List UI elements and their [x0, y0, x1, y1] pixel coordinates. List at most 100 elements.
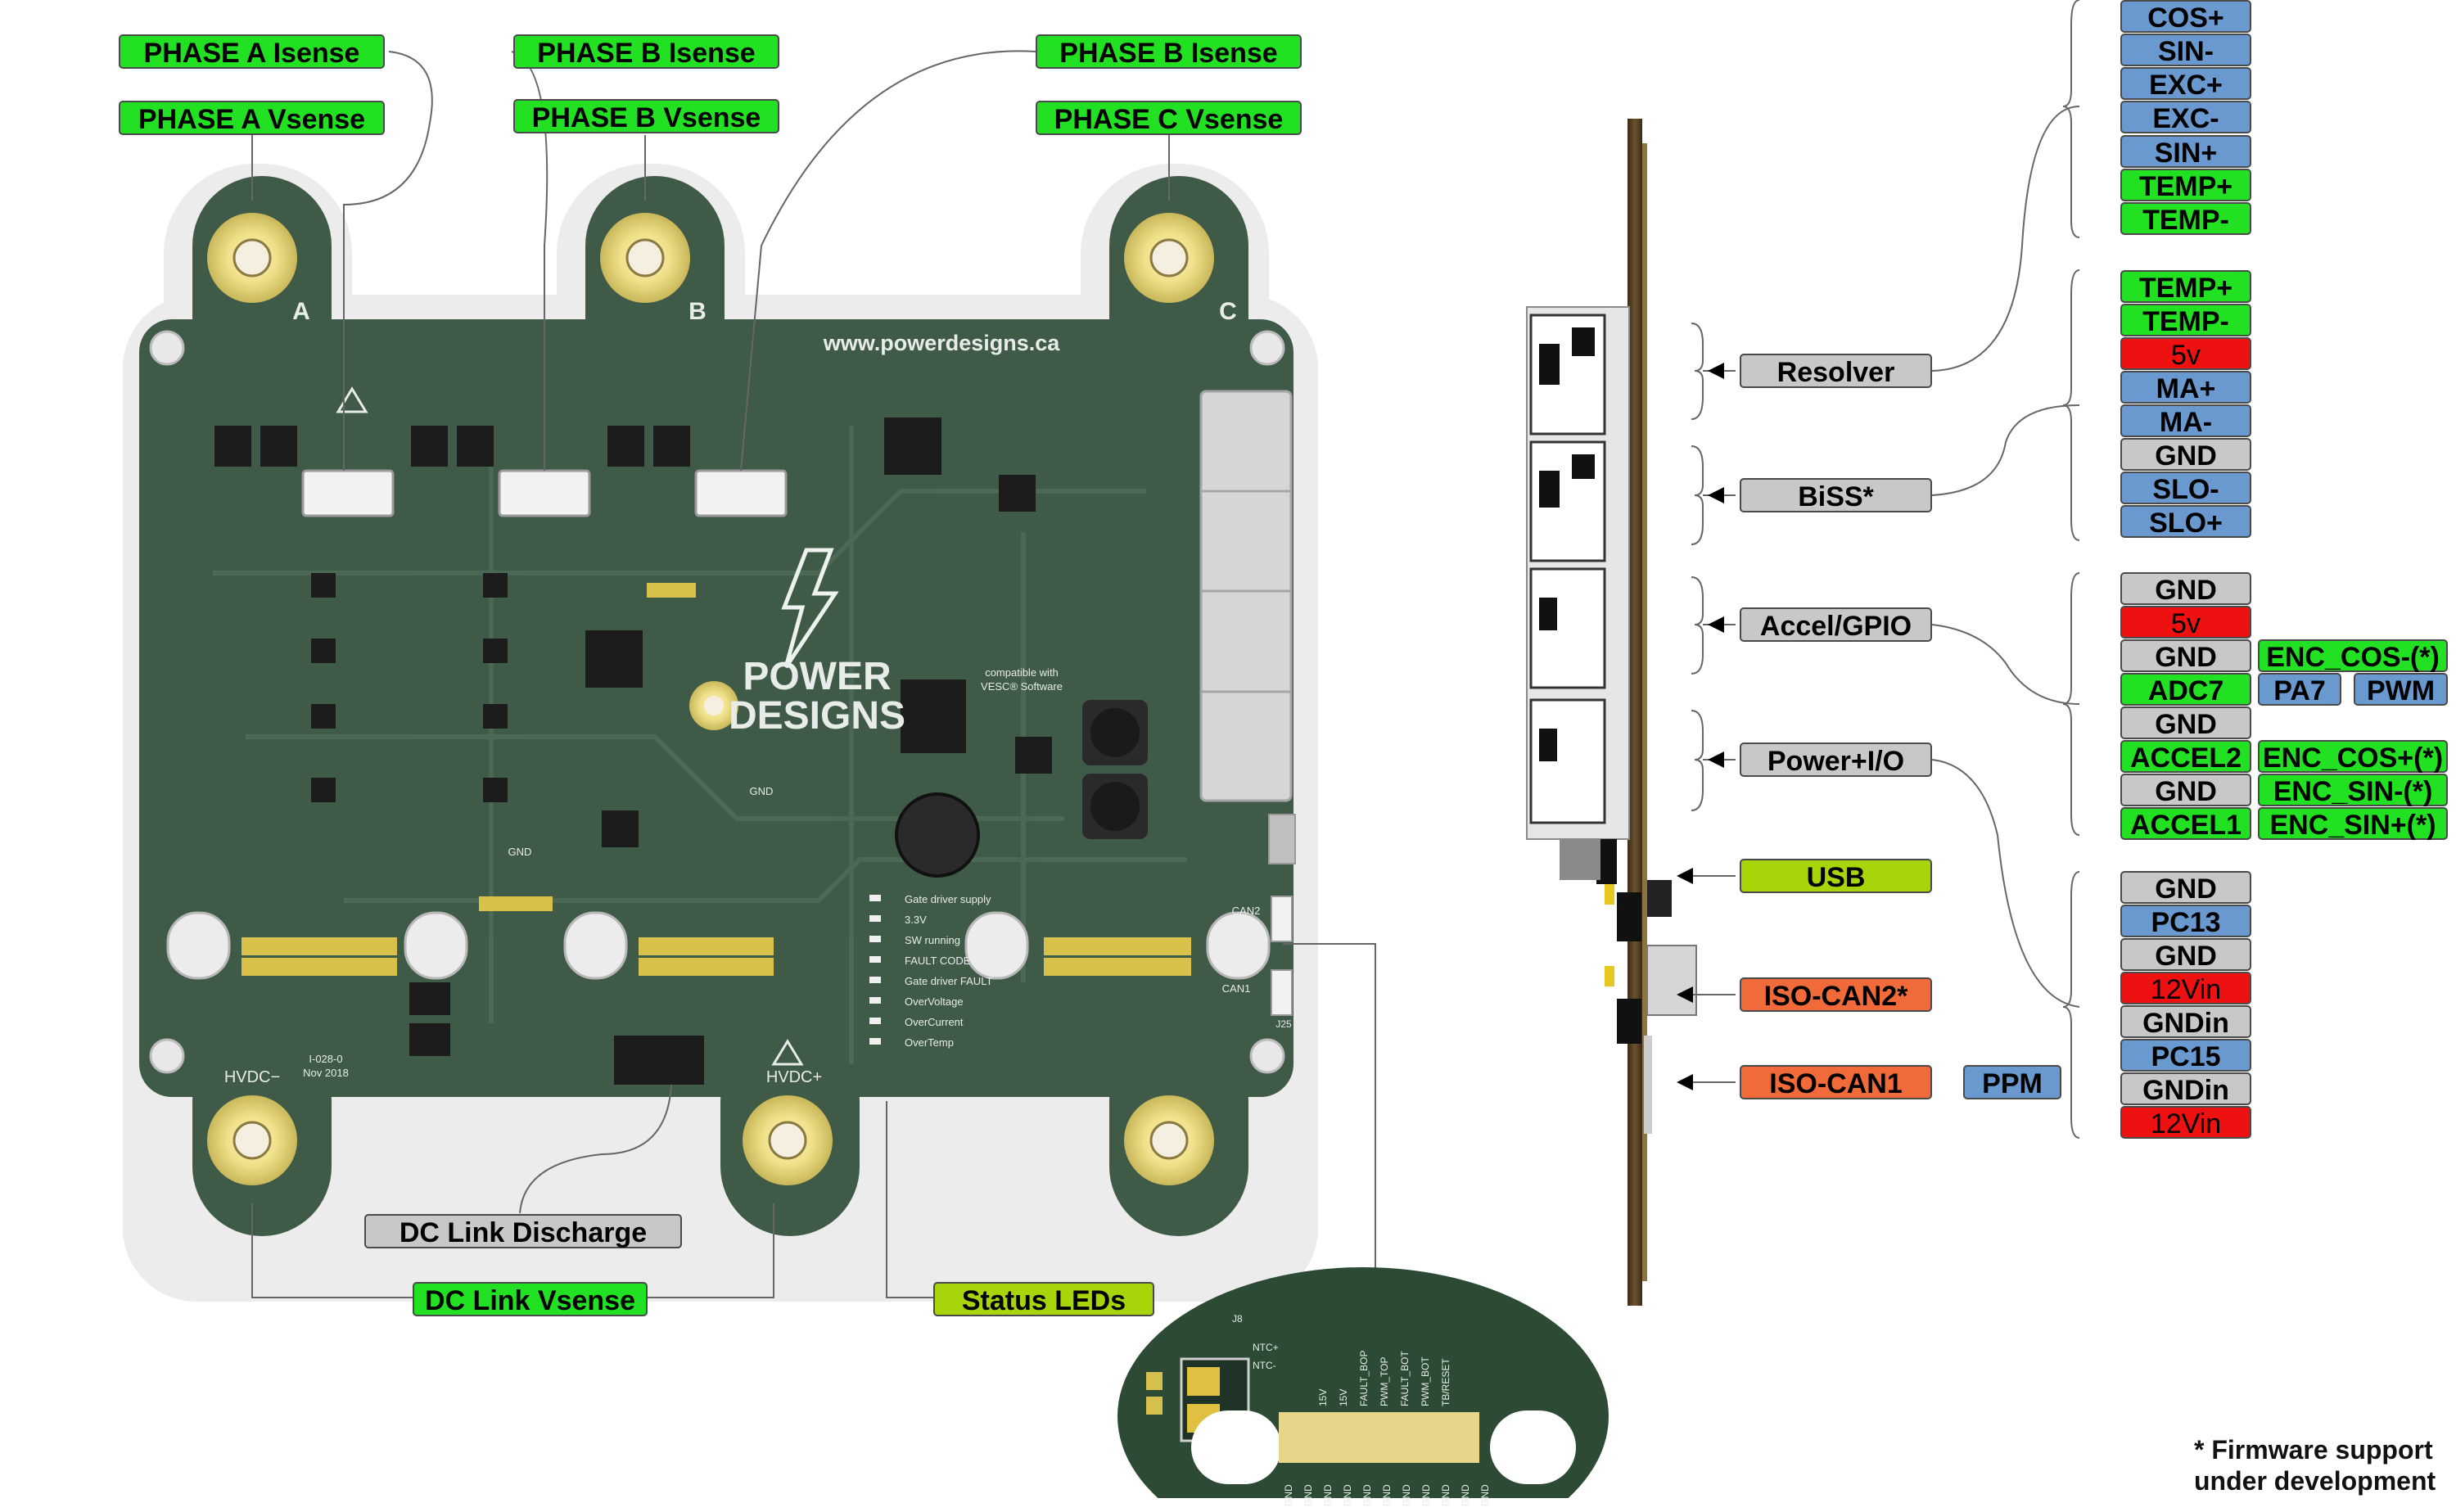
board-slots [166, 911, 1271, 980]
footnote-line1: * Firmware support [2194, 1435, 2433, 1465]
status-led-label: OverTemp [905, 1036, 954, 1049]
zoom-inset [1117, 1267, 1609, 1512]
pin-power-pc13: PC13 [2120, 905, 2251, 938]
pin-power-pc15: PC15 [2120, 1039, 2251, 1072]
side-view [1526, 119, 1697, 1306]
leader-zoom-inset [1283, 943, 1376, 1277]
pin-resolver-exc-plus: EXC+ [2120, 67, 2251, 101]
arrow-icon-power [1708, 751, 1724, 768]
connector-usb: USB [1740, 859, 1932, 893]
callout-dc-link-vsense: DC Link Vsense [413, 1282, 648, 1316]
inset-j8: J8 [1232, 1313, 1243, 1325]
pcb-brand-line2: DESIGNS [729, 694, 905, 738]
connector-resolver: Resolver [1740, 354, 1932, 388]
inset-pin-top-label: FAULT_BOP [1358, 1351, 1370, 1406]
silkscreen-text: www.powerdesigns.ca POWER DESIGNS compat… [224, 298, 1292, 1086]
status-led [869, 1038, 881, 1045]
pin-accel-gnd-1: GND [2120, 572, 2251, 606]
callout-status-leds: Status LEDs [933, 1282, 1154, 1316]
pcb-compat-line2: VESC® Software [981, 680, 1063, 693]
status-led [869, 997, 881, 1004]
status-led [869, 915, 881, 922]
phase-a-marker: A [292, 298, 310, 325]
callout-phase-b-isense-2: PHASE B Isense [1036, 34, 1302, 69]
side-connectors [1268, 814, 1296, 1016]
arrow-icon-iso-can1 [1677, 1074, 1693, 1090]
callout-dc-link-discharge: DC Link Discharge [364, 1214, 682, 1248]
inset-pin-top-label: 15V [1317, 1389, 1329, 1406]
ics [214, 417, 1052, 1085]
footnote-line2: under development [2194, 1466, 2436, 1496]
status-led-label: 3.3V [905, 914, 927, 926]
pin-biss-temp-plus: TEMP+ [2120, 270, 2251, 304]
phase-c-marker: C [1219, 298, 1237, 325]
pin-resolver-cos-plus: COS+ [2120, 0, 2251, 34]
callout-phase-c-vsense: PHASE C Vsense [1036, 101, 1302, 135]
pin-accel-adc7: ADC7 [2120, 673, 2251, 706]
status-led-label: SW running [905, 934, 960, 946]
connector-accel-gpio: Accel/GPIO [1740, 607, 1932, 642]
pin-alt-enc-sin-plus: ENC_SIN+(*) [2258, 807, 2448, 841]
arrow-icon-resolver [1708, 363, 1724, 379]
inset-pin-bottom-label: GND [1322, 1484, 1334, 1506]
inset-pin-top-label: 15V [1338, 1389, 1349, 1406]
mount-hole-hvdc-plus [743, 1095, 833, 1185]
status-led [869, 977, 881, 983]
mounting-pads [149, 213, 1285, 1185]
mount-hole-c [1124, 213, 1214, 303]
pcb-url: www.powerdesigns.ca [823, 331, 1061, 355]
pin-headers [242, 583, 1191, 976]
leader-phase-b-isense-2 [740, 50, 1036, 472]
pin-alt-pwm: PWM [2354, 673, 2448, 706]
phase-connectors [301, 469, 788, 517]
status-led-label: OverVoltage [905, 995, 964, 1008]
leader-phase-a-isense [342, 51, 433, 471]
status-led [869, 936, 881, 942]
pin-resolver-exc-minus: EXC- [2120, 101, 2251, 134]
hvdc-plus-label: HVDC+ [766, 1068, 822, 1086]
pin-biss-ma-plus: MA+ [2120, 371, 2251, 404]
inset-pin-bottom-label: GND [1460, 1484, 1471, 1506]
pin-biss-ma-minus: MA- [2120, 404, 2251, 438]
status-led-label: Gate driver FAULT [905, 975, 992, 987]
pin-accel-gnd-4: GND [2120, 774, 2251, 807]
pin-alt-enc-cos-plus: ENC_COS+(*) [2258, 740, 2448, 774]
leader-dc-link-discharge [519, 1084, 672, 1214]
warning-triangles [336, 386, 804, 1066]
pin-biss-temp-minus: TEMP- [2120, 304, 2251, 337]
arrow-icon-accel [1708, 616, 1724, 633]
pin-resolver-sin-minus: SIN- [2120, 34, 2251, 67]
status-led [869, 895, 881, 901]
connector-ppm: PPM [1963, 1065, 2061, 1099]
callout-phase-a-isense: PHASE A Isense [119, 34, 385, 69]
pin-power-gndin-1: GNDin [2120, 1005, 2251, 1039]
pin-accel-gnd-3: GND [2120, 706, 2251, 740]
inset-pin-top-label: FAULT_BOT [1399, 1351, 1411, 1406]
inset-ntc-minus: NTC- [1253, 1360, 1276, 1371]
hvdc-minus-label: HVDC− [224, 1068, 280, 1086]
inset-pin-bottom-label: GND [1381, 1484, 1393, 1506]
connector-iso-can1: ISO-CAN1 [1740, 1065, 1932, 1099]
arrow-icon-iso-can2 [1677, 986, 1693, 1003]
arrow-icon-usb [1677, 868, 1693, 884]
revision-line2: Nov 2018 [303, 1067, 349, 1079]
pin-biss-5v: 5v [2120, 337, 2251, 371]
connector-power-io: Power+I/O [1740, 742, 1932, 777]
pin-resolver-temp-minus: TEMP- [2120, 202, 2251, 236]
arrow-icon-biss [1708, 487, 1724, 503]
pin-accel-5v: 5v [2120, 606, 2251, 639]
inset-pin-bottom-label: GND [1283, 1484, 1294, 1506]
status-led [869, 1018, 881, 1024]
callout-phase-a-vsense: PHASE A Vsense [119, 101, 385, 135]
pin-power-12vin-2: 12Vin [2120, 1106, 2251, 1140]
status-led-label: Gate driver supply [905, 893, 991, 905]
power-inductors [895, 700, 1148, 878]
pcb-brand-line1: POWER [743, 655, 891, 698]
pin-resolver-temp-plus: TEMP+ [2120, 169, 2251, 202]
pin-biss-slo-plus: SLO+ [2120, 505, 2251, 539]
footnote: * Firmware support under development [2194, 1434, 2456, 1496]
can1-label: CAN1 [1222, 982, 1251, 995]
